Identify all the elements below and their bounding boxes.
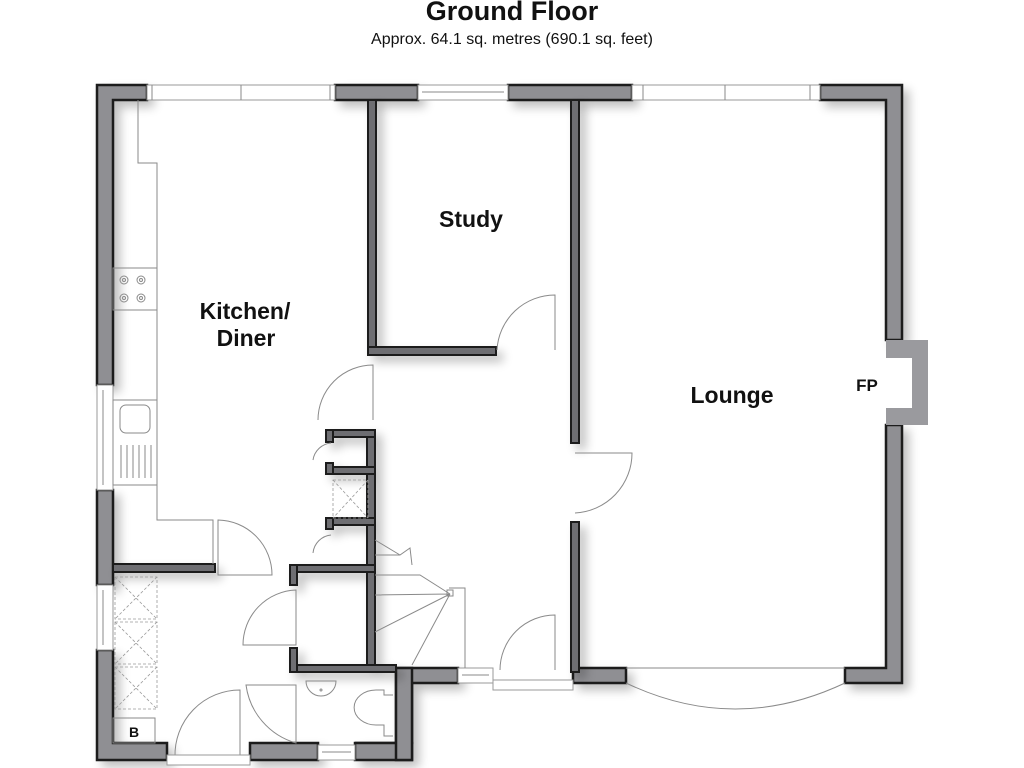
wall-wc-east bbox=[394, 666, 414, 762]
kitchen-fixtures bbox=[112, 100, 214, 564]
hob bbox=[112, 267, 158, 311]
wc-fixtures bbox=[305, 680, 393, 737]
wall-top-mid-right bbox=[506, 83, 634, 102]
door-front[interactable] bbox=[499, 614, 556, 671]
windows bbox=[96, 84, 846, 761]
stair-treads bbox=[374, 539, 451, 666]
staircase bbox=[374, 539, 466, 668]
wc-toilet bbox=[353, 689, 393, 737]
appliance-space-1 bbox=[114, 576, 158, 620]
utility-appliances bbox=[112, 479, 369, 744]
appliance-space-2 bbox=[114, 621, 158, 665]
door-wc[interactable] bbox=[245, 684, 297, 744]
doors bbox=[166, 294, 633, 766]
wall-left-mid bbox=[95, 488, 115, 587]
wall-kitchen-bottom bbox=[112, 563, 216, 573]
wall-study-bottom bbox=[367, 346, 497, 356]
boiler-box bbox=[112, 717, 156, 744]
wall-stub bbox=[289, 647, 298, 673]
worktop-outline bbox=[137, 100, 214, 564]
wall-stub bbox=[289, 564, 298, 586]
wall-wc-top bbox=[289, 664, 397, 673]
wall-lounge-left-upper bbox=[570, 99, 580, 444]
door-study[interactable] bbox=[496, 294, 556, 351]
wall-stub bbox=[325, 517, 334, 530]
wall-right-lower bbox=[843, 423, 904, 685]
room-label-kitchen-line1: Kitchen/ bbox=[200, 298, 291, 324]
appliance-space-3 bbox=[114, 666, 158, 710]
room-label-lounge: Lounge bbox=[690, 382, 773, 408]
wall-top-left bbox=[95, 83, 149, 387]
floor-area-subtitle: Approx. 64.1 sq. metres (690.1 sq. feet) bbox=[371, 31, 653, 48]
interior-walls bbox=[112, 99, 580, 673]
door-cupboard-2[interactable] bbox=[312, 534, 332, 554]
boiler-label: B bbox=[129, 724, 139, 740]
wall-bottom-mid bbox=[248, 741, 320, 762]
wall-study-left bbox=[367, 99, 377, 356]
wall-lounge-left-lower bbox=[570, 521, 580, 673]
window-kitchen-side bbox=[96, 384, 114, 491]
door-kitchen-hall[interactable] bbox=[317, 364, 374, 421]
wall-stub bbox=[325, 429, 334, 443]
window-utility-side bbox=[96, 584, 114, 651]
room-label-kitchen-line2: Diner bbox=[217, 325, 276, 351]
wall-top-mid-left bbox=[333, 83, 420, 102]
door-kitchen-utility[interactable] bbox=[217, 519, 273, 576]
sink-unit bbox=[112, 399, 158, 486]
fireplace-label: FP bbox=[856, 376, 878, 395]
wc-basin bbox=[305, 680, 337, 697]
door-rear-threshold bbox=[166, 754, 251, 766]
door-lounge[interactable] bbox=[574, 452, 633, 514]
wall-top-right bbox=[818, 83, 904, 342]
door-cloak[interactable] bbox=[242, 589, 297, 646]
door-rear[interactable] bbox=[174, 689, 241, 758]
door-cupboard-1[interactable] bbox=[312, 442, 332, 461]
wall-lounge-bottom-left bbox=[571, 666, 628, 685]
wall-stub bbox=[325, 462, 334, 475]
floor-title: Ground Floor bbox=[425, 0, 599, 26]
door-front-threshold bbox=[492, 679, 574, 691]
fireplace-chimney bbox=[886, 340, 928, 425]
room-label-study: Study bbox=[439, 206, 503, 232]
bay-window-arc bbox=[625, 682, 846, 710]
cupboard-space bbox=[332, 479, 369, 519]
exterior-walls bbox=[95, 83, 904, 762]
wall-cloak-top bbox=[289, 564, 376, 573]
window-lounge-top bbox=[631, 84, 821, 101]
sink-bowl bbox=[119, 404, 151, 434]
stair-newel bbox=[449, 587, 466, 668]
